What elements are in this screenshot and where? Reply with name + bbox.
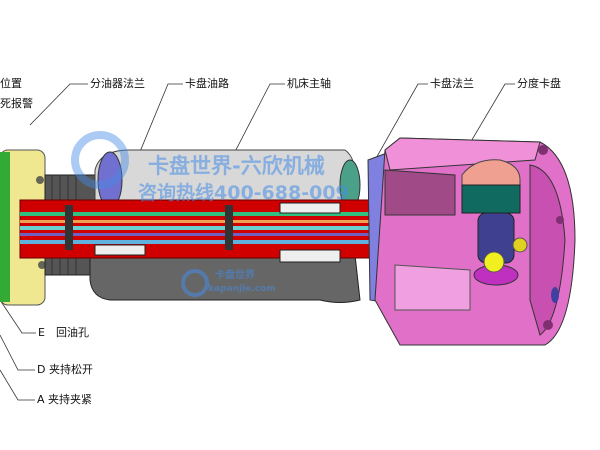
bearing <box>94 244 146 256</box>
bearing <box>279 202 341 214</box>
label-indexing-chuck: 分度卡盘 <box>517 77 561 90</box>
label-chuck-oil-path: 卡盘油路 <box>185 77 229 90</box>
label-position: 位置 <box>0 77 22 90</box>
label-a-clamp: A 夹持夹紧 <box>37 393 93 406</box>
watermark-title: 卡盘世界-六欣机械 <box>148 154 325 178</box>
watermark-logo-small <box>181 269 209 297</box>
rod-purple <box>20 233 410 236</box>
watermark-small-title: 卡盘世界 <box>215 270 255 281</box>
label-machine-spindle: 机床主轴 <box>287 77 331 90</box>
leader-lines <box>0 83 515 401</box>
rod-clamp <box>225 205 233 250</box>
spindle-housing-bottom <box>89 254 361 303</box>
rod-blue <box>20 240 410 244</box>
rod-orange <box>20 220 410 223</box>
label-e-return-hole: E 回油孔 <box>38 326 89 339</box>
label-d-release: D 夹持松开 <box>37 363 93 376</box>
watermark-url: kapanjie.com <box>208 284 276 294</box>
watermark-logo <box>71 131 129 189</box>
label-chuck-flange: 卡盘法兰 <box>430 77 474 90</box>
rod-cyan <box>20 226 410 230</box>
watermark-hotline: 咨询热线400-688-0096 <box>138 182 350 204</box>
indexing-chuck <box>374 137 576 346</box>
rod-clamp <box>65 205 73 250</box>
label-alarm: 死报警 <box>0 97 33 110</box>
bearing <box>279 249 341 263</box>
rod-green <box>20 212 410 216</box>
label-oil-distributor-flange: 分油器法兰 <box>90 77 145 90</box>
